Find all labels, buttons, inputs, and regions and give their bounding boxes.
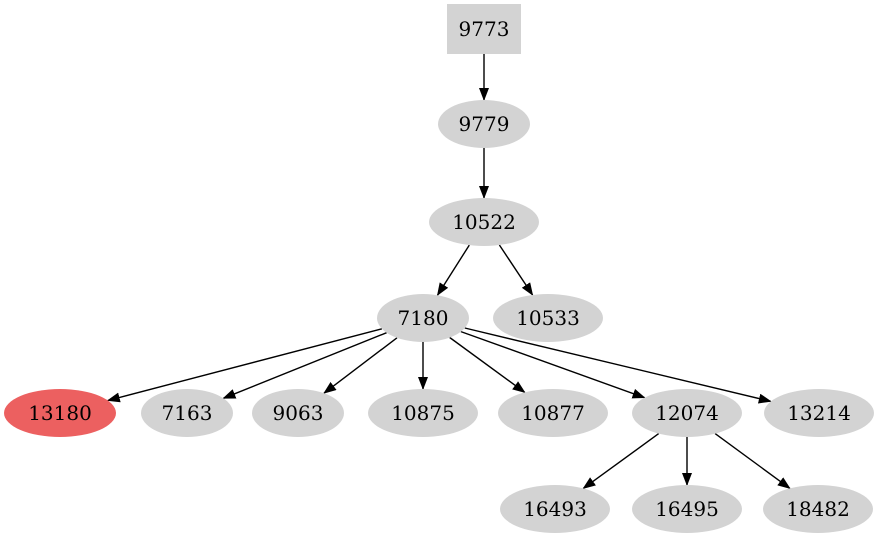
node-label-10533: 10533: [516, 306, 580, 330]
graph-node-10522: 10522: [429, 198, 539, 246]
node-label-7180: 7180: [398, 306, 449, 330]
node-label-9773: 9773: [459, 17, 510, 41]
edge-7180-12074: [460, 330, 646, 399]
node-ellipse-16495: [632, 485, 742, 533]
node-label-10522: 10522: [452, 210, 516, 234]
edge-7180-7163: [222, 332, 387, 399]
node-ellipse-9779: [438, 100, 530, 148]
node-ellipse-10522: [429, 198, 539, 246]
graph-node-7180: 7180: [377, 294, 469, 342]
node-ellipse-10875: [368, 389, 478, 437]
node-label-13180: 13180: [28, 401, 92, 425]
node-label-16493: 16493: [523, 497, 587, 521]
edge-10522-10533: [498, 244, 534, 296]
graph-node-16495: 16495: [632, 485, 742, 533]
node-ellipse-10533: [493, 294, 603, 342]
node-label-16495: 16495: [655, 497, 719, 521]
graph-node-7163: 7163: [141, 389, 233, 437]
edge-7180-10877: [449, 336, 526, 393]
edge-12074-16493: [582, 433, 660, 489]
node-box-9773: [447, 4, 521, 54]
edge-7180-9063: [323, 337, 398, 394]
node-ellipse-18482: [763, 485, 873, 533]
node-label-10875: 10875: [391, 401, 455, 425]
edge-10522-7180: [436, 244, 470, 297]
graph-node-13180: 13180: [4, 389, 116, 437]
node-label-10877: 10877: [521, 401, 585, 425]
node-ellipse-12074: [632, 389, 742, 437]
node-ellipse-10877: [498, 389, 608, 437]
edge-12074-18482: [714, 433, 791, 489]
node-ellipse-9063: [252, 389, 344, 437]
graph-node-10875: 10875: [368, 389, 478, 437]
node-label-9779: 9779: [459, 112, 510, 136]
node-label-18482: 18482: [786, 497, 850, 521]
edge-7180-13180: [106, 328, 383, 403]
node-ellipse-13214: [764, 389, 874, 437]
nodes-layer: 9773 9779 10522 7180 10533 13180 7163 9063 10875…: [4, 4, 874, 533]
node-label-13214: 13214: [787, 401, 851, 425]
graph-node-9773: 9773: [447, 4, 521, 54]
graph-node-12074: 12074: [632, 389, 742, 437]
node-label-9063: 9063: [273, 401, 324, 425]
graph-node-18482: 18482: [763, 485, 873, 533]
graph-node-9063: 9063: [252, 389, 344, 437]
graph-node-10877: 10877: [498, 389, 608, 437]
graph-node-13214: 13214: [764, 389, 874, 437]
node-ellipse-13180: [4, 389, 116, 437]
node-ellipse-7180: [377, 294, 469, 342]
node-ellipse-7163: [141, 389, 233, 437]
graph-node-9779: 9779: [438, 100, 530, 148]
node-label-7163: 7163: [162, 401, 213, 425]
graph-node-10533: 10533: [493, 294, 603, 342]
node-label-12074: 12074: [655, 401, 719, 425]
graph-node-16493: 16493: [500, 485, 610, 533]
node-ellipse-16493: [500, 485, 610, 533]
edge-7180-13214: [464, 327, 772, 404]
edges-layer: [106, 54, 791, 489]
